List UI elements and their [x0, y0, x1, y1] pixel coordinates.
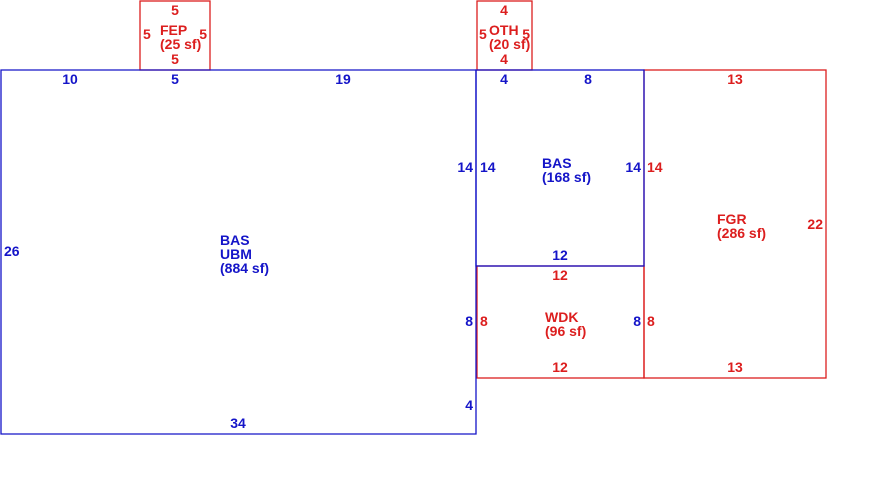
bas-168-outline — [475, 69, 645, 267]
area-label-code: OTH — [489, 22, 519, 38]
dimension-label: 5 — [199, 26, 207, 42]
area-label-size: (96 sf) — [545, 323, 586, 339]
area-label-size: (884 sf) — [220, 260, 269, 276]
dimension-label: 5 — [171, 71, 179, 87]
dimension-label: 5 — [171, 2, 179, 18]
dimension-label: 8 — [465, 313, 473, 329]
dimension-label: 4 — [500, 2, 508, 18]
dimension-label: 4 — [500, 51, 508, 67]
dimension-label: 13 — [727, 359, 743, 375]
area-label-size: (168 sf) — [542, 169, 591, 185]
blue-dimensions: 10 5 19 26 34 4 14 14 4 8 14 12 8 8 — [4, 71, 641, 431]
dimension-label: 4 — [500, 71, 508, 87]
bas-ubm-label: BAS UBM (884 sf) — [220, 232, 269, 276]
bas-ubm-outline — [0, 69, 477, 435]
area-label-code: BAS — [542, 155, 572, 171]
dimension-label: 34 — [230, 415, 246, 431]
bas-168-label: BAS (168 sf) — [542, 155, 591, 185]
dimension-label: 5 — [479, 26, 487, 42]
area-label-code: WDK — [545, 309, 578, 325]
area-label-size: (286 sf) — [717, 225, 766, 241]
dimension-label: 26 — [4, 243, 20, 259]
dimension-label: 12 — [552, 247, 568, 263]
dimension-label: 13 — [727, 71, 743, 87]
area-label-size: (20 sf) — [489, 36, 530, 52]
dimension-label: 5 — [522, 26, 530, 42]
oth-label: OTH (20 sf) — [489, 22, 530, 52]
area-label-code: FGR — [717, 211, 747, 227]
dimension-label: 4 — [465, 397, 473, 413]
area-label-subcode: UBM — [220, 246, 252, 262]
wdk-label: WDK (96 sf) — [545, 309, 586, 339]
fgr-label: FGR (286 sf) — [717, 211, 766, 241]
dimension-label: 5 — [143, 26, 151, 42]
dimension-label: 14 — [457, 159, 473, 175]
dimension-label: 12 — [552, 359, 568, 375]
dimension-label: 10 — [62, 71, 78, 87]
dimension-label: 14 — [625, 159, 641, 175]
dimension-label: 14 — [480, 159, 496, 175]
dimension-label: 5 — [171, 51, 179, 67]
dimension-label: 12 — [552, 267, 568, 283]
fep-label: FEP (25 sf) — [160, 22, 201, 52]
area-label-code: FEP — [160, 22, 187, 38]
dimension-label: 8 — [633, 313, 641, 329]
dimension-label: 22 — [807, 216, 823, 232]
dimension-label: 8 — [584, 71, 592, 87]
dimension-label: 8 — [480, 313, 488, 329]
red-dimensions: 5 5 5 5 4 5 5 4 13 14 22 13 12 8 8 12 — [143, 2, 823, 375]
area-label-size: (25 sf) — [160, 36, 201, 52]
dimension-label: 19 — [335, 71, 351, 87]
dimension-label: 8 — [647, 313, 655, 329]
area-label-code: BAS — [220, 232, 250, 248]
dimension-label: 14 — [647, 159, 663, 175]
